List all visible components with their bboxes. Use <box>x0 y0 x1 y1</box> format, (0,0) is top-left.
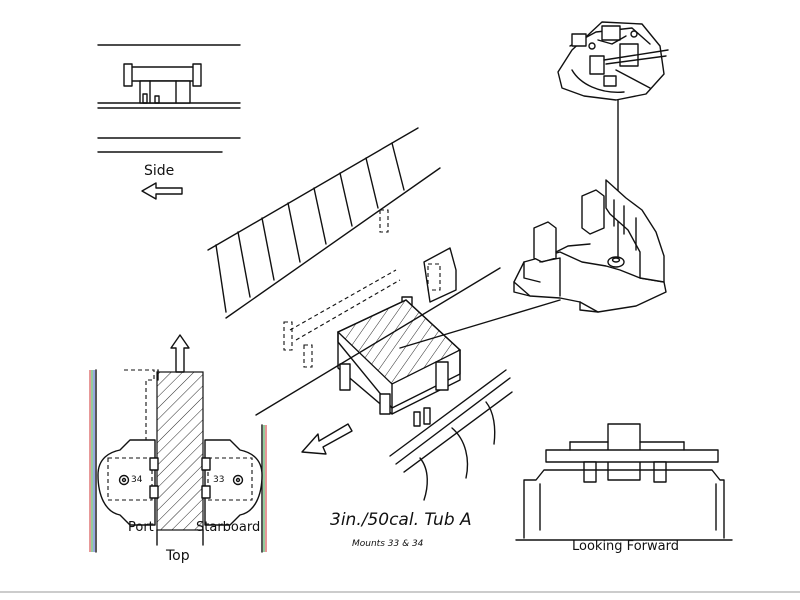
forward-arrow-icon <box>170 334 190 373</box>
side-view: Side <box>97 44 241 200</box>
subtitle-text: Mounts 33 & 34 <box>352 539 424 549</box>
looking-forward-view: Looking Forward <box>515 423 733 554</box>
starboard-label: Starboard <box>196 520 260 535</box>
gun-tub <box>513 179 667 313</box>
deck-stripes <box>215 142 405 313</box>
side-arrow-left-icon <box>141 182 183 200</box>
title-text: 3in./50cal. Tub A <box>330 510 472 530</box>
looking-forward-label: Looking Forward <box>572 539 679 554</box>
isometric-view <box>207 127 561 501</box>
side-view-label: Side <box>144 163 174 179</box>
port-label: Port <box>128 520 154 535</box>
top-view: 34 33 Port Starboard Top <box>89 334 267 564</box>
gun-mount <box>557 21 669 261</box>
drawing-title: 3in./50cal. Tub A Mounts 33 & 34 <box>330 510 472 549</box>
mount-34-label: 34 <box>131 475 143 485</box>
iso-arrow-icon <box>301 423 353 455</box>
mount-33-label: 33 <box>213 475 224 485</box>
top-view-label: Top <box>165 548 190 564</box>
